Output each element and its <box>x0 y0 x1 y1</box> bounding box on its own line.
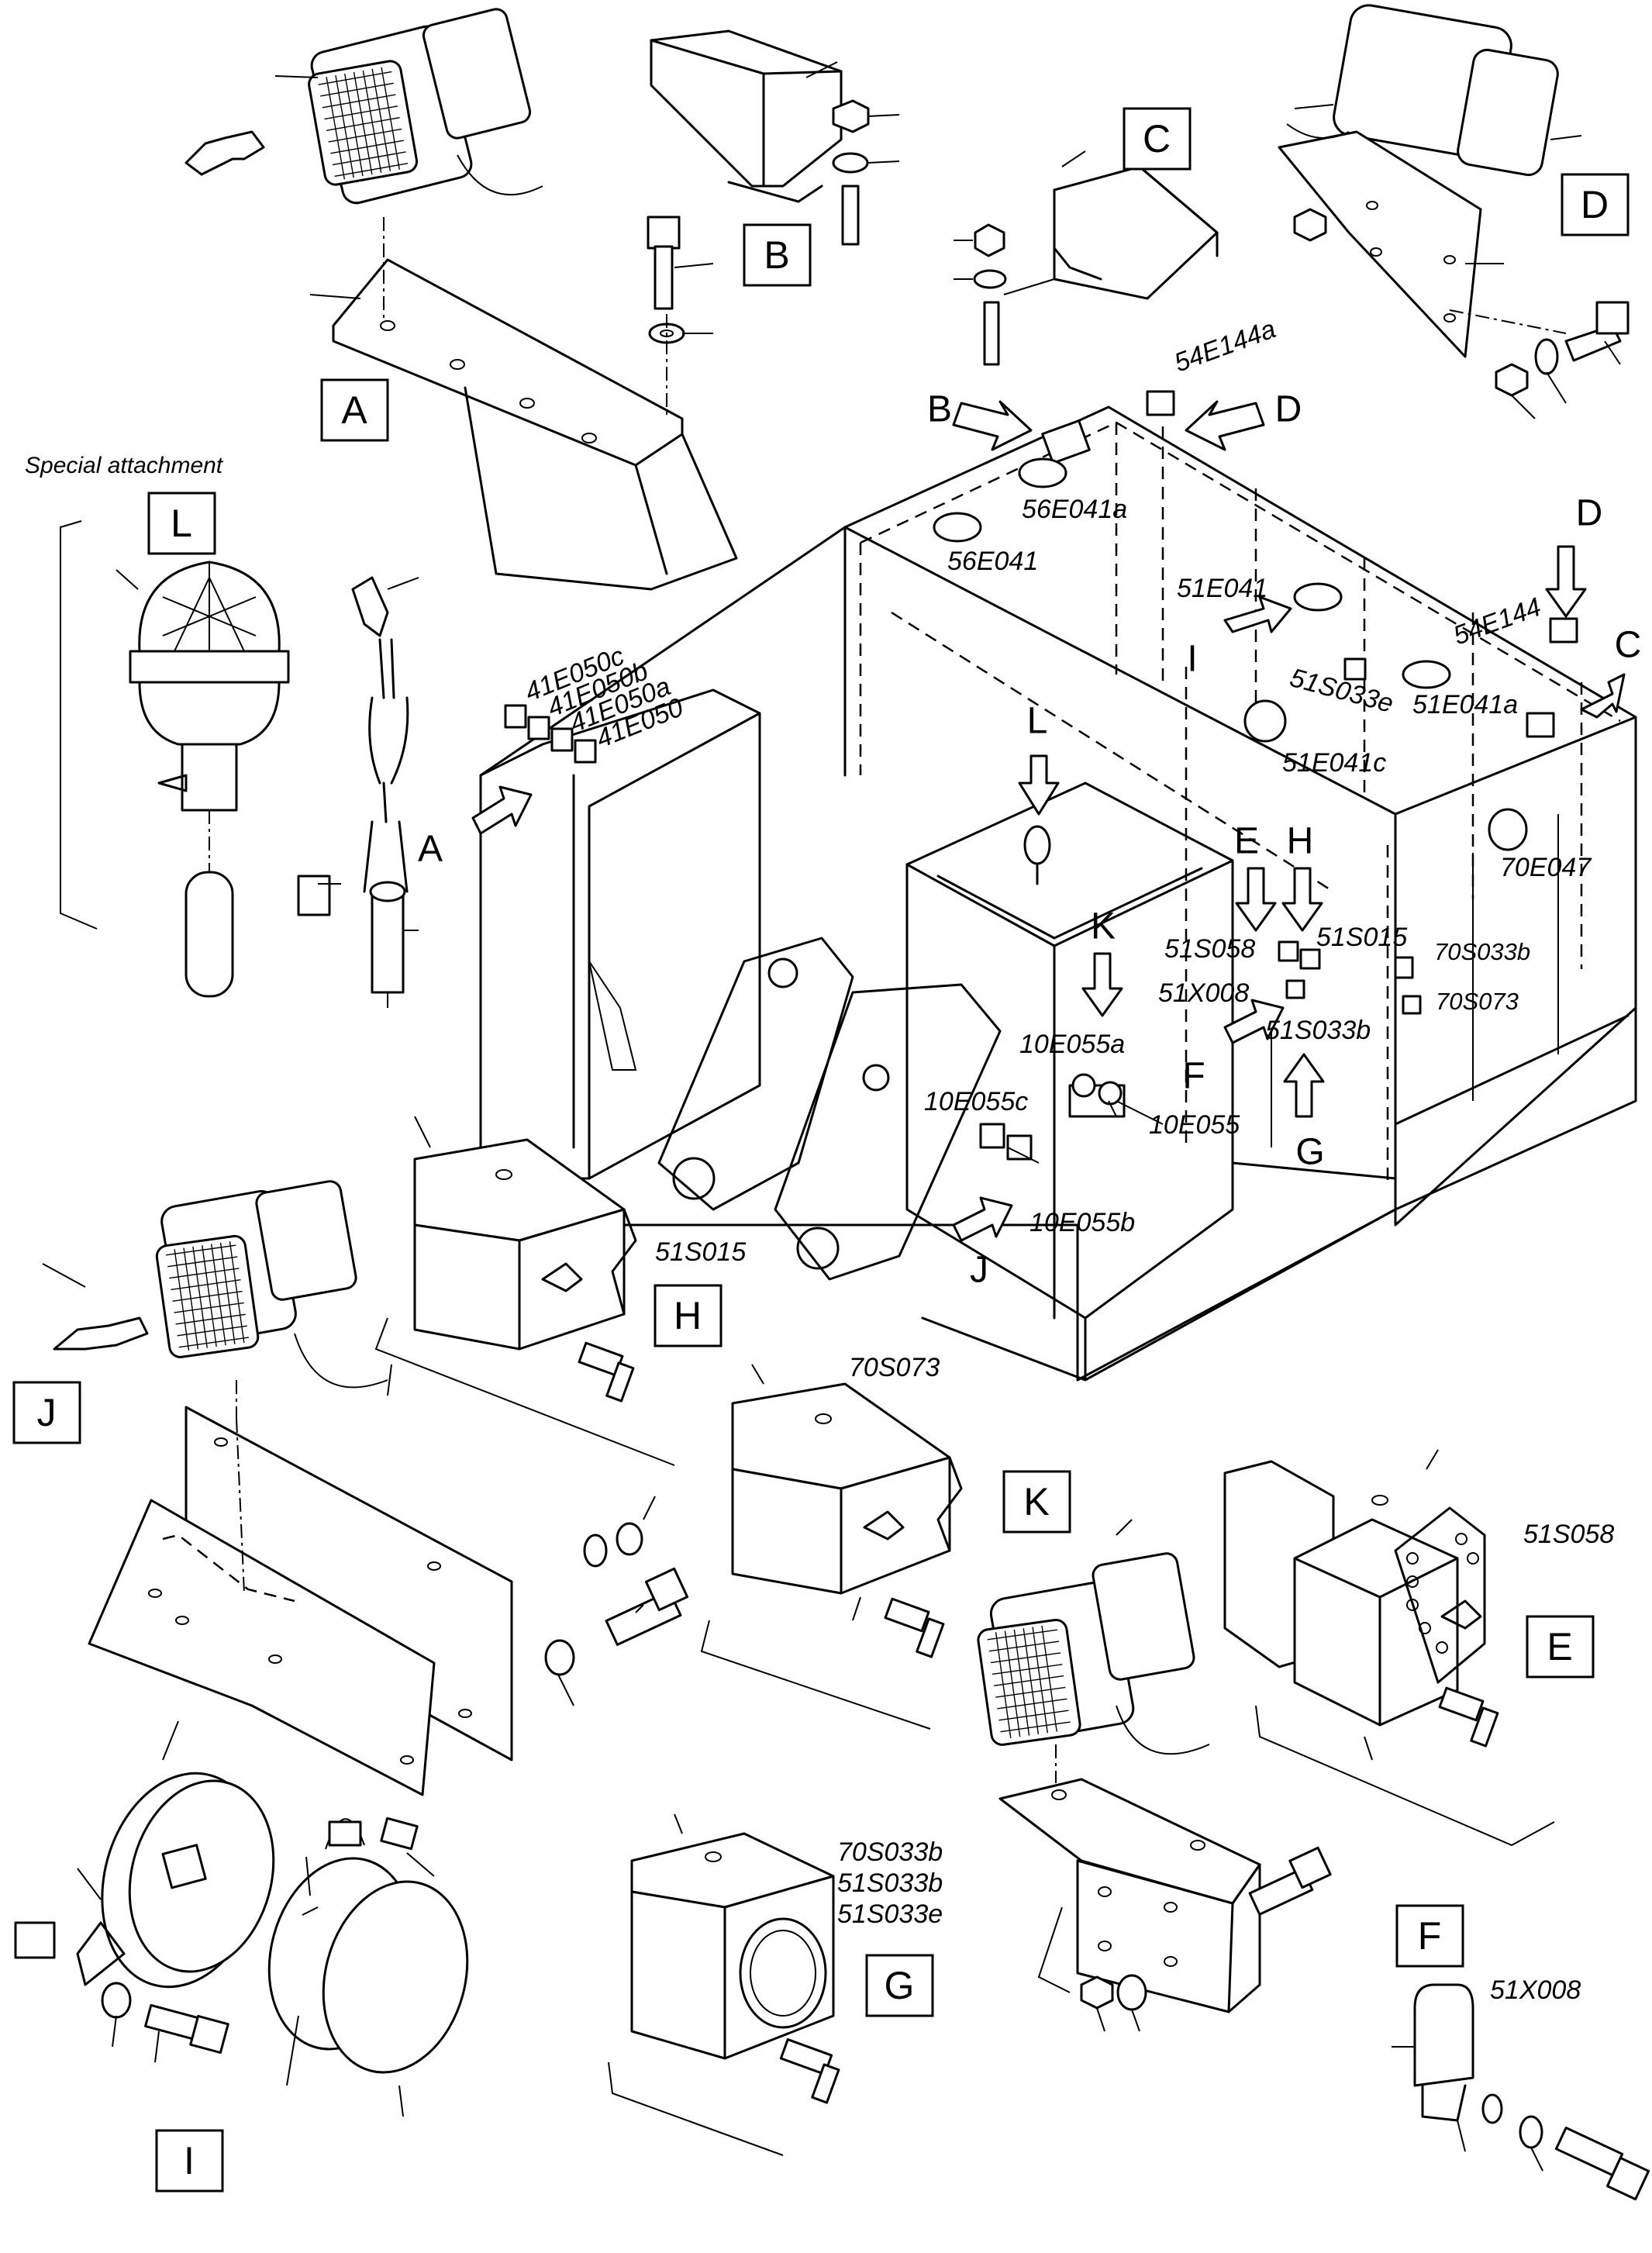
harness-A <box>297 576 419 1008</box>
callout-L: L <box>1027 701 1048 742</box>
machine-body <box>479 405 1637 1382</box>
G-part-2: 51S033b <box>837 1868 943 1898</box>
detail-K <box>977 1519 1332 2032</box>
detail-F <box>1392 1983 1650 2201</box>
arrow-I <box>1223 595 1292 633</box>
arrow-D-top <box>1185 400 1265 451</box>
box-A <box>320 378 389 442</box>
label-51S015: 51S015 <box>1316 923 1407 952</box>
detail-H <box>374 1116 675 1466</box>
box-C <box>1123 107 1192 171</box>
callout-F: F <box>1182 1056 1205 1097</box>
arrow-K <box>1081 952 1123 1017</box>
box-E-label: E <box>1547 1625 1572 1668</box>
arrow-L <box>1018 754 1060 816</box>
detail-L <box>60 520 290 998</box>
box-A-label: A <box>341 388 367 432</box>
arrow-G <box>1283 1053 1325 1118</box>
special-attachment-caption: Special attachment <box>25 453 224 478</box>
H-part-label: 51S015 <box>655 1237 746 1267</box>
label-10E055a: 10E055a <box>1019 1030 1125 1059</box>
callout-E: E <box>1234 821 1259 862</box>
box-J <box>12 1381 81 1444</box>
callout-G: G <box>1295 1132 1324 1173</box>
arrow-C <box>1580 673 1626 719</box>
box-K <box>1002 1470 1071 1534</box>
box-C-label: C <box>1143 117 1171 160</box>
label-51E041c: 51E041c <box>1282 748 1386 778</box>
label-70E047: 70E047 <box>1500 853 1592 882</box>
label-54E144a: 54E144a <box>1171 314 1280 378</box>
box-D <box>1561 173 1630 236</box>
mounted-lamps <box>504 390 1578 1161</box>
label-51E041a: 51E041a <box>1412 690 1518 719</box>
detail-C <box>954 150 1219 366</box>
arrow-J <box>952 1196 1013 1242</box>
label-54E144: 54E144 <box>1450 592 1545 651</box>
box-K-label: K <box>1023 1480 1049 1523</box>
callout-letters: B D D C I A L E H K F G J <box>418 389 1641 1291</box>
box-F-label: F <box>1418 1914 1442 1958</box>
arrow-H <box>1281 867 1323 932</box>
box-L-label: L <box>171 502 192 545</box>
callout-A: A <box>418 829 443 870</box>
callout-D-right: D <box>1576 493 1603 534</box>
box-E <box>1526 1615 1595 1679</box>
detail-B <box>650 29 900 246</box>
label-56E041: 56E041 <box>947 547 1038 576</box>
K-part-label: 70S073 <box>849 1353 940 1382</box>
box-G-label: G <box>885 1964 915 2007</box>
callout-B: B <box>927 389 952 430</box>
callout-C: C <box>1615 625 1642 666</box>
box-B <box>743 223 812 287</box>
arrow-B <box>952 400 1033 451</box>
label-51X008: 51X008 <box>1158 978 1249 1008</box>
box-D-label: D <box>1581 183 1609 226</box>
box-G <box>865 1954 934 2017</box>
detail-A <box>185 8 738 591</box>
label-51E041: 51E041 <box>1177 574 1267 603</box>
detail-I <box>14 1772 469 2117</box>
label-70S073: 70S073 <box>1436 988 1519 1015</box>
callout-D-top: D <box>1275 389 1302 430</box>
callout-K: K <box>1091 906 1116 947</box>
arrow-A <box>471 785 533 835</box>
E-part-label: 51S058 <box>1523 1520 1614 1549</box>
detail-E <box>1223 1449 1555 1847</box>
box-J-label: J <box>37 1391 57 1434</box>
box-L <box>147 492 216 555</box>
label-51S033e: 51S033e <box>1287 663 1396 719</box>
box-I-label: I <box>184 2139 195 2182</box>
callout-J: J <box>970 1250 988 1291</box>
label-10E055c: 10E055c <box>924 1087 1028 1116</box>
detail-G <box>608 1813 840 2156</box>
callout-arrows <box>471 400 1626 1242</box>
arrow-E <box>1235 867 1277 932</box>
detail-J <box>42 1180 689 1796</box>
box-H-label: H <box>674 1294 702 1337</box>
box-B-label: B <box>764 233 789 277</box>
callout-H: H <box>1287 821 1314 862</box>
G-part-3: 51S033e <box>837 1899 943 1929</box>
label-10E055b: 10E055b <box>1029 1208 1135 1237</box>
arrow-F <box>1223 999 1285 1044</box>
F-part-label: 51X008 <box>1490 1975 1581 2005</box>
box-I <box>155 2129 224 2193</box>
label-56E041a: 56E041a <box>1022 495 1127 524</box>
label-51S033b: 51S033b <box>1265 1016 1371 1045</box>
box-H <box>654 1284 723 1347</box>
detail-70S073 <box>700 1364 963 1730</box>
callout-I: I <box>1187 639 1197 680</box>
label-10E055: 10E055 <box>1149 1110 1240 1140</box>
arrow-D-right <box>1545 545 1587 618</box>
detail-D <box>1278 4 1630 419</box>
label-70S033b: 70S033b <box>1434 938 1530 965</box>
box-F <box>1395 1904 1464 1968</box>
G-part-1: 70S033b <box>837 1837 943 1867</box>
label-51S058: 51S058 <box>1164 934 1255 964</box>
